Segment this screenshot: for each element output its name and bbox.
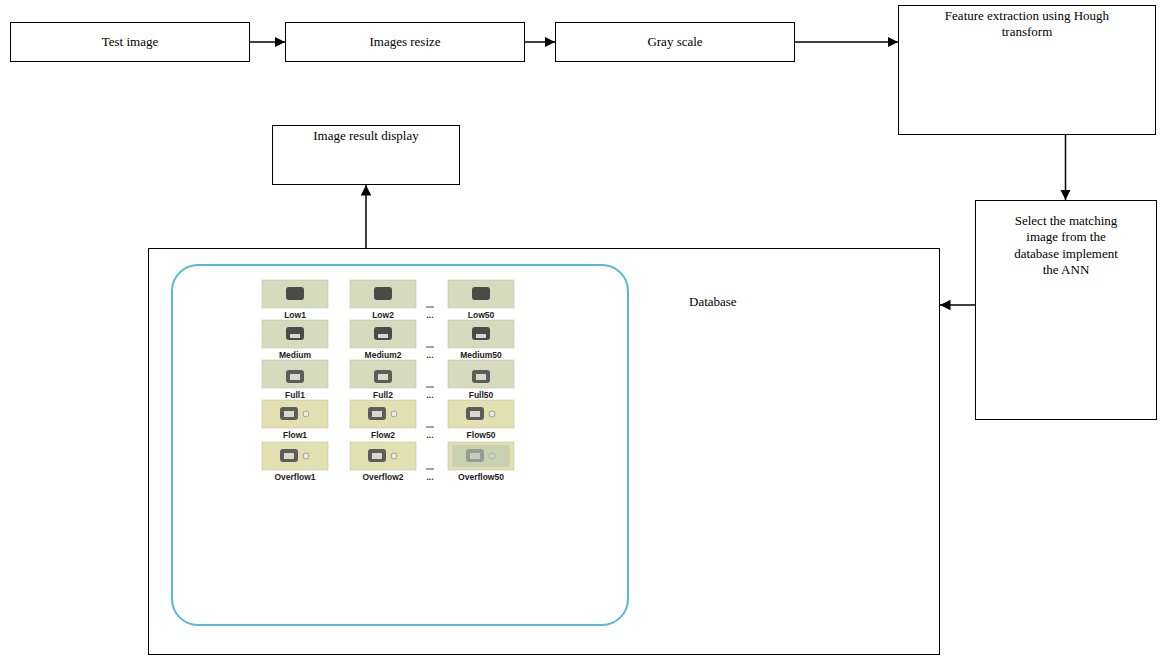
process-box: Gray scale [555, 22, 795, 62]
database-label: Database [689, 294, 737, 310]
thumbnail [448, 320, 514, 348]
thumbnail [262, 280, 328, 308]
database-box: Database [148, 248, 940, 655]
thumbnail-caption: ... [426, 472, 433, 482]
process-box: Test image [10, 22, 250, 62]
thumbnail [262, 400, 328, 428]
thumbnail-caption: Low1 [284, 310, 306, 320]
box-label: Test image [102, 34, 159, 50]
thumbnail [448, 280, 514, 308]
thumbnail-caption: ... [426, 390, 433, 400]
box-label: Gray scale [647, 34, 702, 50]
thumbnail-caption: Medium [279, 350, 311, 360]
thumbnail [262, 320, 328, 348]
flow-arrow [365, 185, 367, 248]
thumbnail-grid [262, 280, 514, 470]
flow-arrow [525, 41, 555, 43]
process-box: Feature extraction using Hough transform [898, 5, 1156, 135]
thumbnail [448, 360, 514, 388]
thumbnail-caption: Overflow2 [362, 472, 403, 482]
thumbnail [350, 280, 416, 308]
thumbnail [262, 442, 328, 470]
thumbnail-caption: Overflow50 [458, 472, 504, 482]
thumbnail-caption: Low2 [372, 310, 394, 320]
thumbnail-caption: ... [426, 350, 433, 360]
process-box: Image result display [272, 125, 460, 185]
thumbnail-caption: Full50 [469, 390, 494, 400]
thumbnail-caption: Flow50 [467, 430, 496, 440]
flow-arrow [250, 41, 285, 43]
thumbnail-caption: ... [426, 430, 433, 440]
thumbnail [350, 320, 416, 348]
flow-arrow [940, 304, 975, 306]
thumbnail-caption: Flow2 [371, 430, 395, 440]
thumbnail-caption: Medium2 [365, 350, 402, 360]
thumbnail [448, 400, 514, 428]
thumbnail [350, 442, 416, 470]
box-label: Image result display [313, 128, 418, 144]
thumbnail-caption: Full1 [285, 390, 305, 400]
process-box: Images resize [285, 22, 525, 62]
box-label: Feature extraction using Hough transform [940, 8, 1115, 41]
thumbnail-caption: Medium50 [460, 350, 502, 360]
thumbnail-caption: Full2 [373, 390, 393, 400]
box-label: Images resize [369, 34, 440, 50]
flow-arrow [795, 41, 898, 43]
thumbnail [350, 400, 416, 428]
database-frame [172, 265, 628, 625]
box-label: Select the matching image from the datab… [1009, 213, 1124, 278]
thumbnail-caption: Flow1 [283, 430, 307, 440]
thumbnail-caption: Overflow1 [274, 472, 315, 482]
thumbnail-caption: ... [426, 310, 433, 320]
thumbnail [262, 360, 328, 388]
flow-arrow [1065, 135, 1067, 200]
thumbnail [350, 360, 416, 388]
thumbnail [448, 442, 514, 470]
thumbnail-caption: Low50 [468, 310, 494, 320]
process-box: Select the matching image from the datab… [975, 200, 1157, 420]
